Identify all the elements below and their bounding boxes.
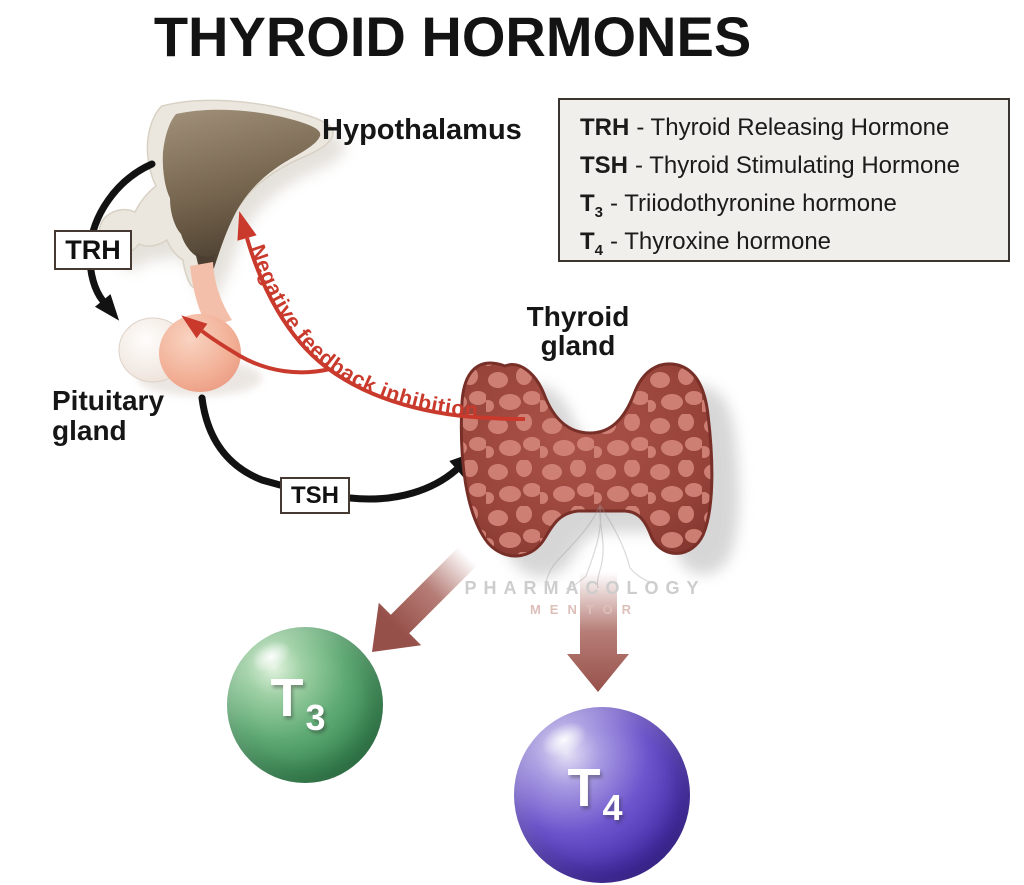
t3-label: T3 xyxy=(270,668,326,738)
pituitary-anterior-lobe xyxy=(159,314,241,392)
thyroid-label: Thyroid gland xyxy=(526,301,630,361)
t4-hormone-sphere: T4 xyxy=(514,707,690,883)
watermark: PHARMACOLOGY MENTOR xyxy=(450,578,720,617)
legend-item-tsh: TSH- Thyroid Stimulating Hormone xyxy=(580,152,961,179)
t3-hormone-sphere: T3 xyxy=(227,627,383,783)
hypothalamus-illustration xyxy=(98,99,346,303)
t4-release-arrow xyxy=(567,572,629,692)
t3-release-arrow xyxy=(372,542,482,652)
tsh-signal-box: TSH xyxy=(280,477,350,514)
legend-item-trh: TRH- Thyroid Releasing Hormone xyxy=(580,114,950,141)
thyroid-texture xyxy=(459,361,714,558)
watermark-line2: MENTOR xyxy=(529,602,641,617)
page-title: THYROID HORMONES xyxy=(153,5,752,68)
pituitary-stalk xyxy=(190,262,232,328)
legend-box: TRH- Thyroid Releasing Hormone TSH- Thyr… xyxy=(558,98,1010,262)
hypothalamus-inner xyxy=(162,109,321,274)
pituitary-illustration xyxy=(118,262,262,396)
feedback-arrowhead-pituitary xyxy=(181,315,208,339)
pituitary-label: Pituitary gland xyxy=(52,385,165,446)
legend-item-t3: T3- Triiodothyronine hormone xyxy=(580,190,897,221)
feedback-branch-to-pituitary xyxy=(200,329,331,375)
legend-item-t4: T4- Thyroxine hormone xyxy=(580,228,832,259)
watermark-line1: PHARMACOLOGY xyxy=(464,578,706,598)
feedback-arrowhead-hypothalamus xyxy=(237,211,257,241)
trh-signal-box: TRH xyxy=(54,230,132,270)
feedback-label: Negative feedback inhibition xyxy=(245,241,479,422)
hypothalamus-label: Hypothalamus xyxy=(322,114,522,146)
t4-label: T4 xyxy=(567,758,623,828)
thyroid-illustration xyxy=(459,361,739,577)
